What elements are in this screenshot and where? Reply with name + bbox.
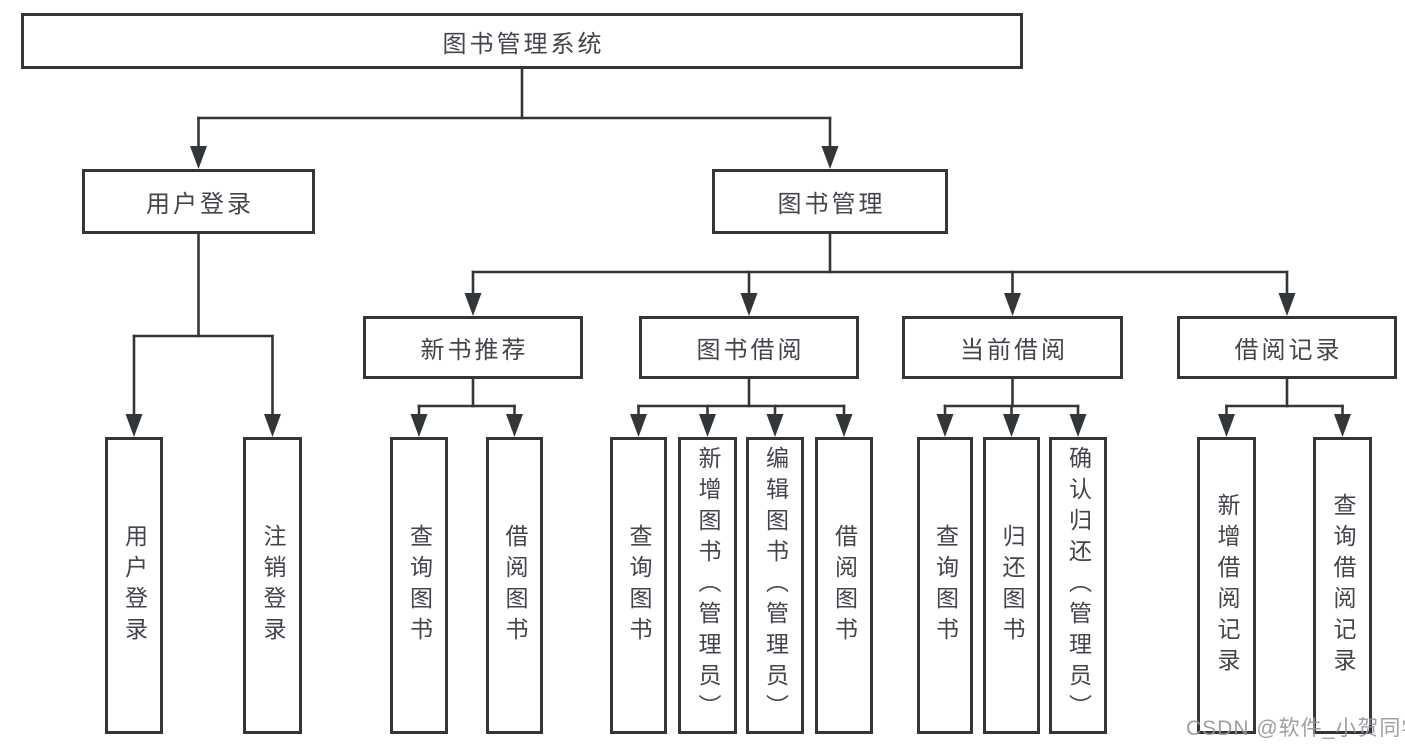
node-label: 用户登录 — [146, 191, 254, 218]
node-label: 查询借阅记录 — [1330, 492, 1356, 679]
node-label: 确认归还（管理员） — [1065, 446, 1092, 725]
node-leaf-user-login: 用户登录 — [105, 437, 163, 734]
node-leaf-cb-confirm-return: 确认归还（管理员） — [1049, 437, 1107, 734]
node-label: 图书管理系统 — [442, 30, 605, 58]
node-label: 借阅图书 — [502, 523, 528, 648]
node-user-login: 用户登录 — [82, 169, 315, 234]
node-label: 图书借阅 — [696, 337, 805, 364]
node-current-borrowing: 当前借阅 — [902, 316, 1123, 379]
node-book-management: 图书管理 — [712, 169, 948, 234]
node-label: 归还图书 — [999, 523, 1025, 648]
node-label: 借阅图书 — [831, 523, 858, 648]
node-label: 查询图书 — [626, 523, 652, 648]
node-label: 查询图书 — [406, 523, 433, 648]
node-leaf-br-add-record: 新增借阅记录 — [1197, 437, 1256, 734]
node-label: 当前借阅 — [960, 337, 1068, 364]
node-leaf-br-query-record: 查询借阅记录 — [1313, 437, 1372, 734]
node-leaf-bb-add-books: 新增图书（管理员） — [678, 437, 737, 734]
node-root: 图书管理系统 — [21, 13, 1023, 69]
node-label: 新增图书（管理员） — [695, 446, 721, 725]
node-label: 借阅记录 — [1234, 337, 1343, 364]
node-leaf-bb-edit-books: 编辑图书（管理员） — [746, 437, 804, 734]
node-label: 查询图书 — [932, 523, 959, 648]
node-label: 编辑图书（管理员） — [762, 446, 789, 725]
node-leaf-nbr-query-books: 查询图书 — [390, 437, 448, 734]
node-book-borrowing: 图书借阅 — [639, 316, 859, 379]
node-new-book-recommend: 新书推荐 — [363, 316, 583, 379]
node-label: 注销登录 — [260, 523, 286, 648]
watermark: CSDN @软件_小贺同学 — [1186, 717, 1405, 740]
node-label: 新书推荐 — [420, 337, 529, 364]
node-label: 图书管理 — [777, 191, 886, 218]
node-leaf-cb-query-books: 查询图书 — [917, 437, 973, 734]
node-leaf-bb-query-books: 查询图书 — [610, 437, 667, 734]
node-leaf-logout: 注销登录 — [243, 437, 302, 734]
node-leaf-nbr-borrow-books: 借阅图书 — [486, 437, 543, 734]
node-leaf-bb-borrow-books: 借阅图书 — [815, 437, 873, 734]
node-label: 新增借阅记录 — [1214, 492, 1240, 679]
node-label: 用户登录 — [121, 523, 148, 648]
node-borrowing-records: 借阅记录 — [1177, 316, 1397, 379]
node-leaf-cb-return-books: 归还图书 — [983, 437, 1040, 734]
